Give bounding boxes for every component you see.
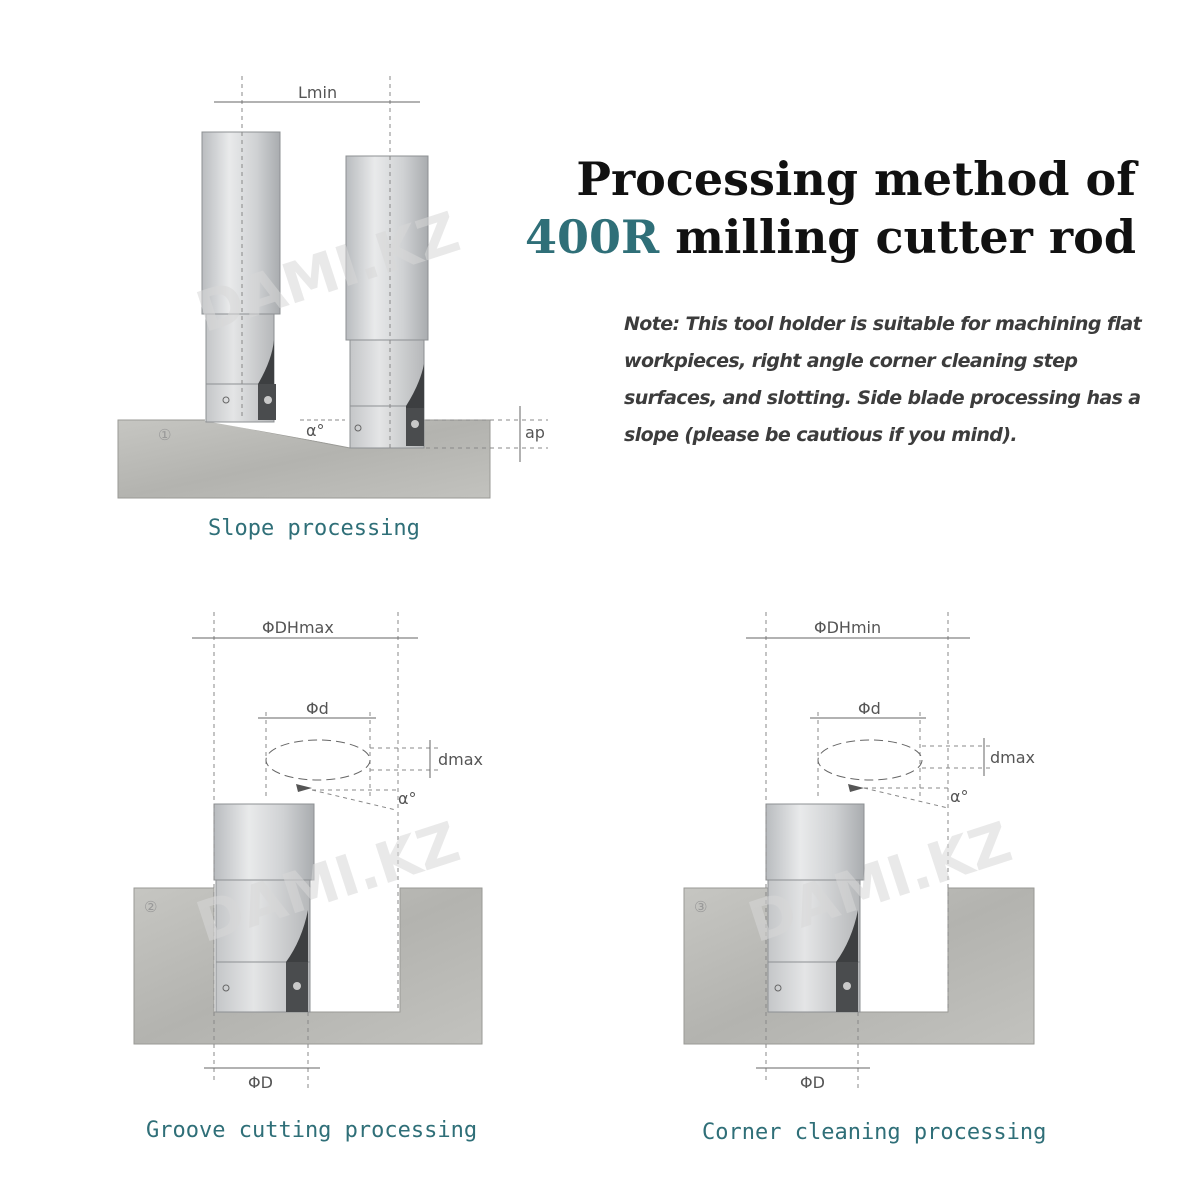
- corner-tool: [765, 803, 865, 1013]
- title-line-1: Processing method of: [576, 152, 1136, 206]
- tool-left: [201, 131, 281, 423]
- corner-number: ③: [694, 898, 707, 916]
- corner-rotation-arrow-icon: [848, 784, 864, 792]
- corner-d-small-label: Φd: [858, 699, 881, 718]
- rotation-arrow-icon: [296, 784, 312, 792]
- d-big-label: ΦD: [248, 1073, 273, 1092]
- dhmax-label: ΦDHmax: [262, 618, 334, 637]
- note-text: Note: This tool holder is suitable for m…: [624, 313, 1142, 446]
- title-rest: milling cutter rod: [659, 210, 1136, 264]
- dmax-label: dmax: [438, 750, 483, 769]
- slope-diagram: ① α° Lmin: [117, 76, 548, 499]
- corner-d-big-label: ΦD: [800, 1073, 825, 1092]
- corner-rotation-ellipse: [817, 739, 923, 781]
- slope-angle-label: α°: [306, 421, 325, 440]
- rotation-ellipse: [265, 739, 371, 781]
- ap-label: ap: [525, 423, 545, 442]
- title-accent: 400R: [524, 210, 660, 264]
- caption-corner: Corner cleaning processing: [702, 1120, 1047, 1145]
- corner-diagram: ③ ΦDHmin Φd dmax α° ΦD DAMI.KZ: [683, 612, 1035, 1092]
- groove-diagram: ② ΦDHmax Φd dmax α°: [133, 612, 483, 1092]
- d-small-label: Φd: [306, 699, 329, 718]
- tool-right: [345, 155, 429, 449]
- corner-angle-label: α°: [950, 787, 969, 806]
- slope-line: [204, 419, 351, 447]
- corner-dmax-label: dmax: [990, 748, 1035, 767]
- groove-angle-label: α°: [398, 789, 417, 808]
- lmin-label: Lmin: [298, 83, 337, 102]
- groove-tool: [213, 803, 315, 1013]
- groove-number: ②: [144, 898, 157, 916]
- caption-groove: Groove cutting processing: [146, 1118, 478, 1143]
- dhmin-label: ΦDHmin: [814, 618, 881, 637]
- caption-slope: Slope processing: [208, 516, 420, 541]
- slope-number: ①: [158, 426, 171, 444]
- slope-workpiece: [117, 419, 491, 499]
- page-title: Processing method of 400R milling cutter…: [525, 150, 1136, 266]
- title-line-2: 400R milling cutter rod: [525, 208, 1136, 266]
